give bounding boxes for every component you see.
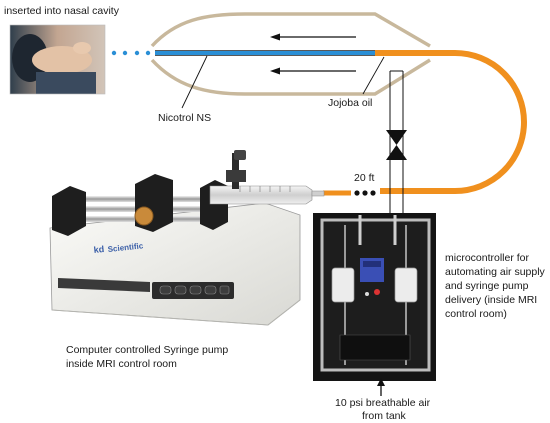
brand-scientific: Scientific [107,241,144,254]
syringe-pump: kd Scientific [49,150,325,326]
jojoba-label: Jojoba oil [328,97,372,109]
flow-arrow-lower [270,67,356,75]
cannula-outline-upper [150,12,431,48]
length-dots [354,190,376,196]
microcontroller-photo [313,213,436,381]
mc-caption-line1: microcontroller for [445,252,530,264]
check-valve-top [386,130,407,145]
tube-length-label: 20 ft [354,172,375,184]
air-supply-arrow [377,378,385,396]
pump-keypad [152,282,234,299]
nasal-cavity-label: inserted into nasal cavity [4,5,120,17]
mc-caption-line5: control room) [445,308,507,320]
mc-caption-line3: and syringe pump [445,280,529,292]
droplets [111,50,151,56]
pump-display [58,278,150,292]
patient-photo [9,24,106,95]
check-valve-bottom [386,145,407,160]
nicotrol-label: Nicotrol NS [158,112,211,124]
flow-arrow-upper [270,33,356,41]
mc-caption-line4: delivery (inside MRI [445,294,537,306]
oil-tube [375,50,527,194]
brand-kd: kd [93,244,105,255]
jojoba-leader [362,56,385,95]
air-caption-line1: 10 psi breathable air [335,397,431,409]
pump-caption-line2: inside MRI control room [66,358,177,370]
pump-caption-line1: Computer controlled Syringe pump [66,344,228,356]
air-caption-line2: from tank [362,410,407,422]
nicotrol-leader [181,55,208,109]
mc-caption-line2: automating air supply [445,266,546,278]
cannula-outline-lower [150,58,431,96]
